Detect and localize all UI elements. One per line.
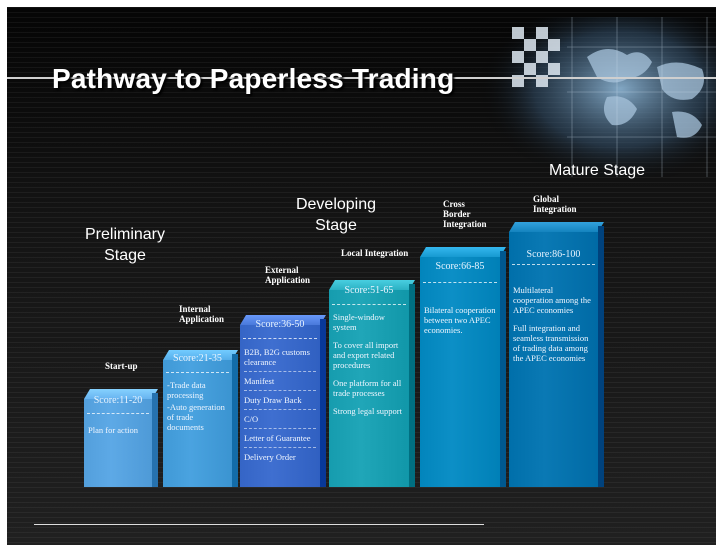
title-underline [7,77,716,79]
score-divider [243,338,317,339]
bar-item: Full integration and seamless transmissi… [513,323,589,363]
bar-items: Plan for action [88,425,148,443]
stage-label-mature: Mature Stage [548,162,646,179]
bar-top-face [509,222,604,232]
bar-item: To cover all import and export related p… [333,340,399,370]
stage-label-preliminary: Preliminary Stage [84,226,165,264]
bar-item: -Auto generation of trade documents [167,402,225,432]
slide-title: Pathway to Paperless Trading [52,63,455,94]
bar-front-face [420,257,500,487]
bar-side-face [320,319,326,487]
bar-side-face [500,251,506,487]
stage-bar-local-integration [329,280,415,487]
bar-items: -Trade data processing-Auto generation o… [167,380,228,434]
bar-title-start-up: Start-up [105,361,138,371]
bar-item: C/O [244,414,316,429]
bar-side-face [232,354,238,487]
stage-bar-internal-application [163,350,238,487]
bar-front-face [240,325,320,487]
bar-title-external-application: External Application [265,265,311,285]
score-divider [166,372,229,373]
bar-front-face [329,290,409,487]
bar-item: Multilateral cooperation among the APEC … [513,285,591,315]
bar-title-local-integration: Local Integration [341,248,409,258]
bar-side-face [598,226,604,487]
score-divider [423,282,497,283]
bar-top-face [240,315,326,325]
bar-item: Duty Draw Back [244,395,316,410]
stage-bar-external-application [240,315,326,487]
bar-front-face [163,360,232,487]
footer-rule [34,524,484,525]
bar-items: Bilateral cooperation between two APEC e… [424,305,496,343]
bar-side-face [409,284,415,487]
score-label: Score:21-35 [173,353,222,364]
slide: Pathway to Paperless Trading Preliminary… [7,7,716,545]
bar-item: Bilateral cooperation between two APEC e… [424,305,496,335]
bar-item: B2B, B2G customs clearance [244,347,316,372]
score-label: Score:66-85 [435,261,485,272]
globe-map-art [477,17,716,177]
score-label: Score:36-50 [255,319,305,330]
score-divider [332,304,406,305]
bar-title-internal-application: Internal Application [179,304,225,324]
score-divider [87,413,149,414]
bar-top-face [84,389,158,399]
bar-top-face [420,247,506,257]
score-label: Score:51-65 [344,285,394,296]
score-divider [512,264,595,265]
bar-item: Plan for action [88,425,139,435]
bar-item: Strong legal support [333,406,402,416]
bar-item: Letter of Guarantee [244,433,316,448]
bar-items: Single-window system To cover all import … [333,312,405,424]
bar-item: Delivery Order [244,452,296,462]
bar-side-face [152,393,158,487]
stage-bar-global-integration [509,222,604,487]
stage-label-developing: Developing Stage [295,196,377,234]
stage-bar-cross-border-integration [420,247,506,487]
bar-title-global-integration: Global Integration [533,194,577,214]
bar-items: Multilateral cooperation among the APEC … [513,285,594,371]
bar-title-cross-border-integration: Cross Border Integration [443,199,487,229]
bar-item: One platform for all trade processes [333,378,402,398]
bar-item: Manifest [244,376,316,391]
bar-top-face [329,280,415,290]
score-label: Score:11-20 [93,395,143,406]
score-label: Score:86-100 [526,249,581,260]
bar-front-face [509,232,598,487]
bar-item: -Trade data processing [167,380,206,400]
bar-item: Single-window system [333,312,385,332]
bar-top-face [163,350,238,360]
